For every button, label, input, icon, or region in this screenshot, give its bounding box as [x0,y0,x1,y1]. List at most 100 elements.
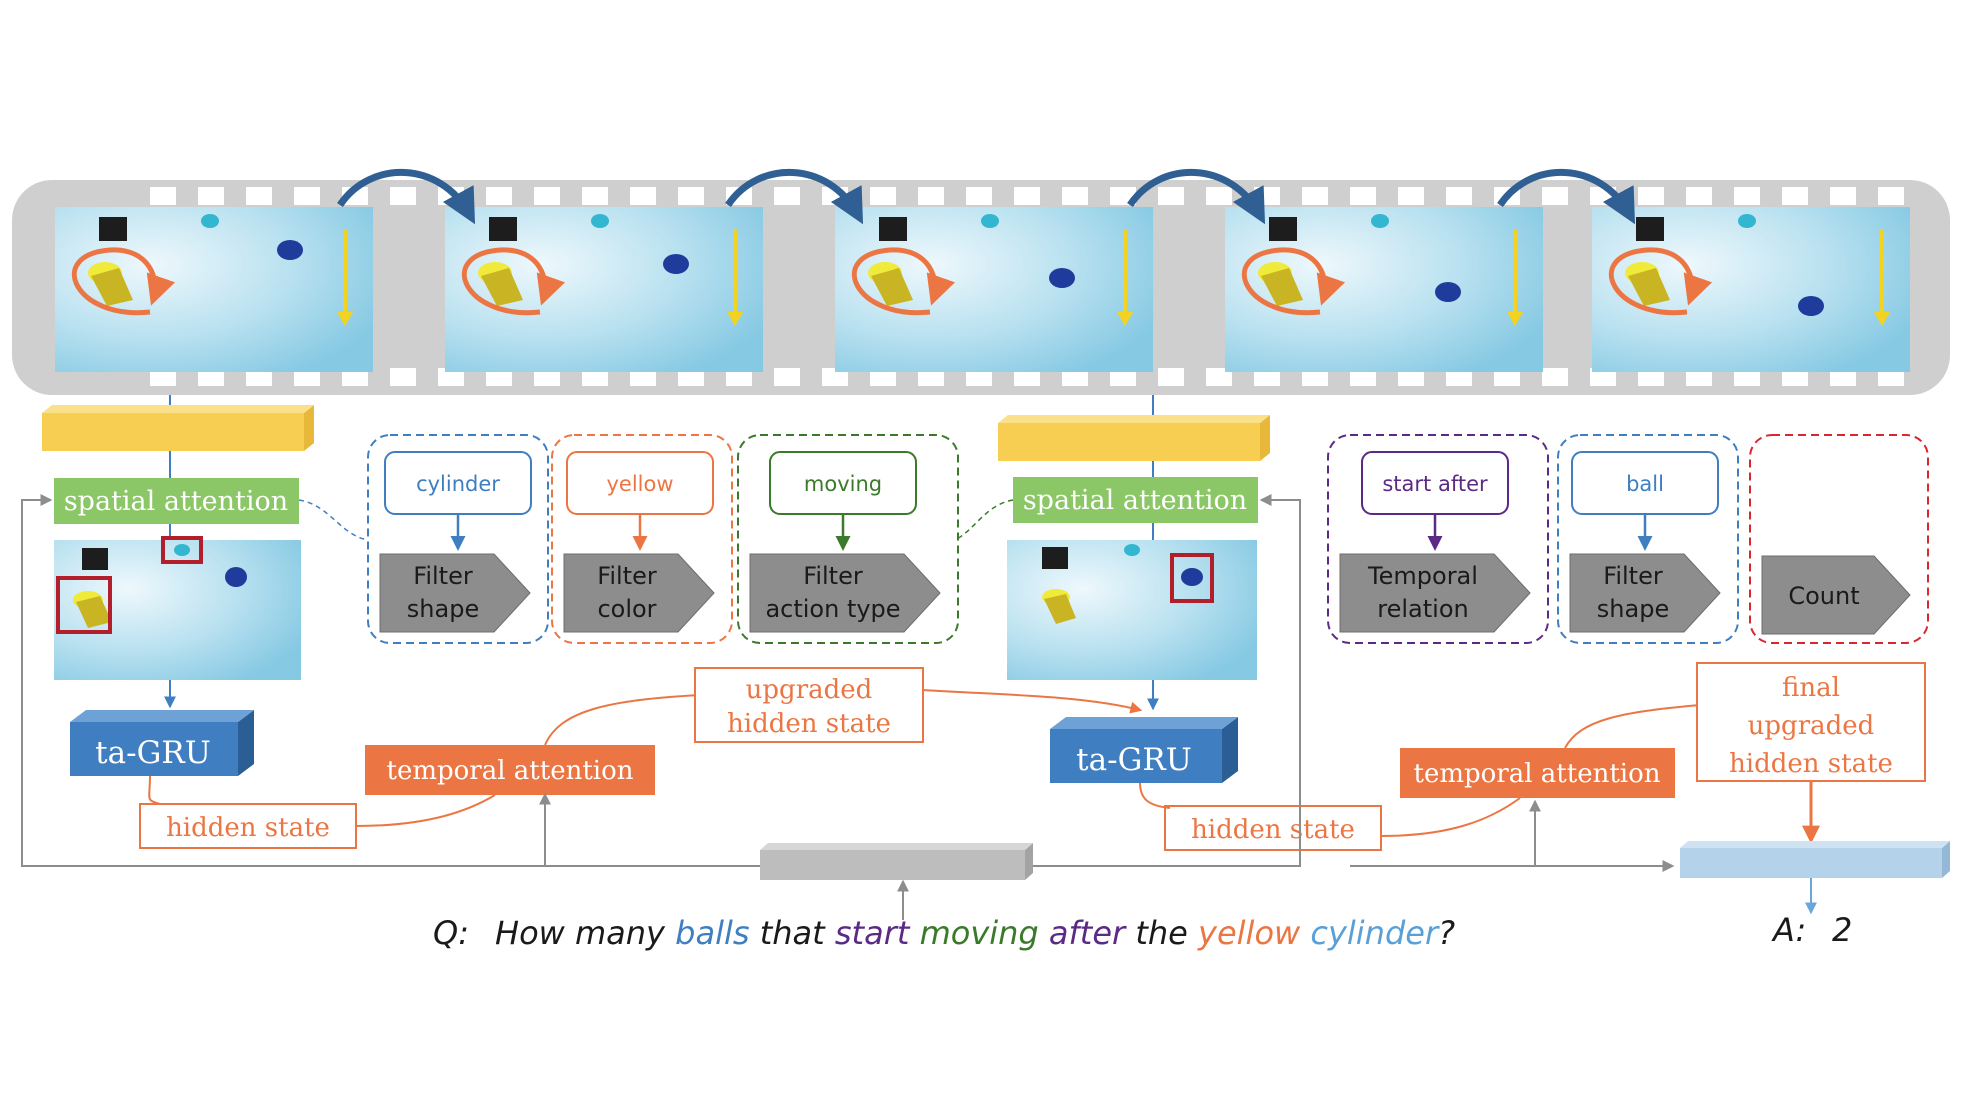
sprocket-hole [1638,368,1664,386]
final-label-line1: final [1782,673,1840,703]
sprocket-hole [486,368,512,386]
sprocket-hole [342,368,368,386]
sprocket-hole [582,187,608,205]
rotation-arrow-icon [71,247,176,316]
sprocket-hole [246,187,272,205]
spatial-attention-left: spatial attention [54,478,299,524]
sprocket-hole [1590,368,1616,386]
ta-gru-left: ta-GRU [70,710,254,776]
rotation-arrow-icon [461,247,566,316]
question-segment: cylinder [1300,914,1440,952]
curved-arrow-icon [725,169,864,225]
question-segment: yellow [1197,914,1301,952]
sprocket-hole [1014,187,1040,205]
answer-block [1680,841,1950,915]
video-frame [835,207,1153,372]
sprocket-hole [630,187,656,205]
question-text: How many balls that start moving after t… [495,914,1455,952]
spatial-attention-label: spatial attention [64,486,288,517]
temporal-attention-label: temporal attention [1414,759,1661,789]
attended-frame-left [54,536,301,680]
program-step-operation [1339,553,1531,633]
program-step-group [551,434,733,644]
sprocket-hole [1830,368,1856,386]
hidden-state-middle: hidden state [1164,805,1382,851]
program-step-op-label: Filter [1603,562,1663,590]
program-step-op-label: shape [1597,595,1669,623]
sprocket-hole [1734,187,1760,205]
question-segment: balls [675,914,749,952]
sprocket-hole [966,368,992,386]
sprocket-hole [1542,368,1568,386]
sprocket-hole [150,187,176,205]
sprocket-hole [294,187,320,205]
curved-arrow-icon [1497,169,1636,225]
program-step-operation [563,553,715,633]
program-step-op-label: color [597,595,656,623]
frame-transition-arrows [337,169,1636,225]
curved-arrow-icon [337,169,476,225]
final-upgraded-hidden-state: final upgraded hidden state [1696,662,1926,844]
sprocket-hole [198,187,224,205]
attended-frame-middle [1007,540,1257,680]
sprocket-hole [1254,187,1280,205]
sprocket-hole [486,187,512,205]
temporal-attention-1: temporal attention [355,694,701,827]
sprocket-hole [1398,187,1424,205]
program-step-input: moving [804,472,882,496]
program-step-op-label: Filter [803,562,863,590]
answer-prefix: A: [1771,911,1806,949]
middle-reasoning-column: spatial attention ta-GRU hidden state [998,395,1382,851]
feature-bar-middle [998,415,1270,461]
feature-bar-left [42,405,314,451]
question-segment: moving [909,914,1038,952]
sprocket-hole [822,368,848,386]
program-step-group [1749,434,1929,644]
video-frame [1225,207,1543,372]
sprocket-hole [1686,368,1712,386]
program-step-op-label: Filter [597,562,657,590]
sprocket-hole [774,368,800,386]
video-frame [445,207,763,372]
sprocket-hole [678,368,704,386]
curved-arrow-icon [1127,169,1266,225]
question-flow [21,494,1675,920]
question-segment: that [750,914,835,952]
program-step-group [1557,434,1739,644]
sprocket-hole [534,187,560,205]
program-step-op-label: shape [407,595,479,623]
sprocket-hole [774,187,800,205]
sprocket-hole [390,187,416,205]
program-step-group [737,434,959,644]
program-step-operation [1761,555,1911,635]
sprocket-hole [678,187,704,205]
sprocket-hole [294,368,320,386]
final-label-line2: upgraded [1748,711,1875,741]
program-step-op-label: Count [1788,582,1859,610]
program-step-op-label: action type [765,595,900,623]
program-steps: cylinderFiltershapeyellowFiltercolormovi… [367,434,1929,644]
sprocket-hole [1158,187,1184,205]
left-reasoning-column: spatial attention ta-GRU hidden state [42,395,357,849]
temporal-attention-2: temporal attention [1380,704,1701,837]
program-step-op-label: relation [1377,595,1468,623]
answer: A: 2 [1771,911,1852,949]
ta-gru-label: ta-GRU [1076,742,1192,778]
hidden-state-left: hidden state [139,803,357,849]
sprocket-hole [1302,187,1328,205]
sprocket-hole [1638,187,1664,205]
video-frames [55,207,1910,372]
attention-box [161,536,203,564]
program-step-group [1327,434,1549,644]
sprocket-hole [1302,368,1328,386]
sprocket-hole [1062,368,1088,386]
sprocket-hole [1206,368,1232,386]
sprocket-hole [246,368,272,386]
video-frame [55,207,373,372]
ta-gru-middle: ta-GRU [1050,717,1238,783]
question-segment: ? [1438,914,1455,952]
question-segment: start [835,914,911,952]
